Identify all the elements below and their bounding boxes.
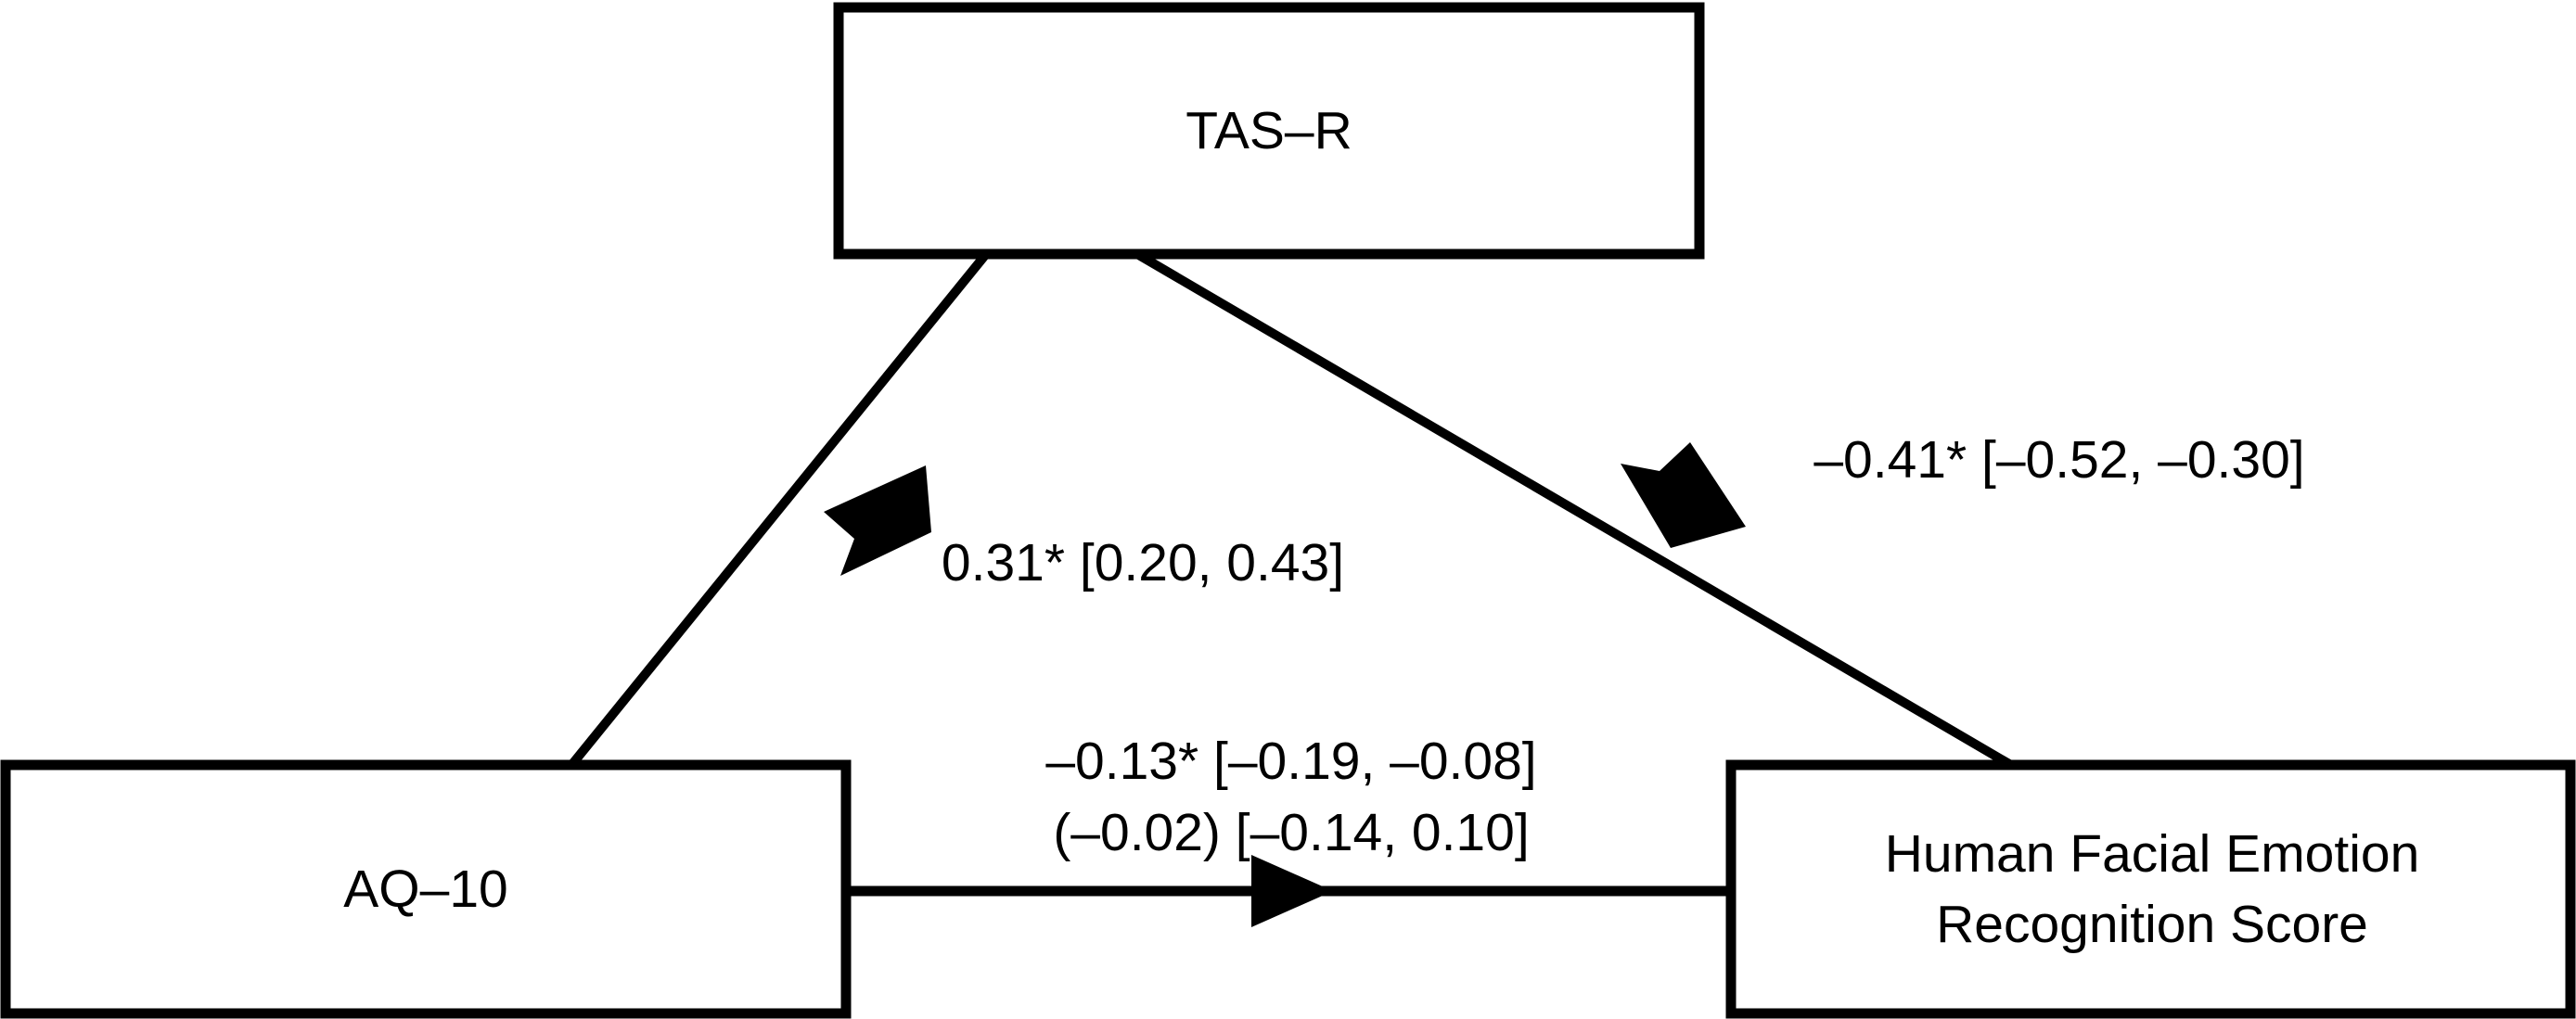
node-label-outcome-line1: Human Facial Emotion	[1885, 824, 2420, 884]
path-line-b	[1134, 249, 2012, 769]
node-box-predictor[interactable]	[0, 759, 852, 1019]
edge-label-b: –0.41* [–0.52, –0.30]	[1813, 430, 2304, 490]
arrow-head-a	[824, 465, 931, 576]
node-label-mediator: TAS–R	[1185, 101, 1352, 160]
edge-label-direct-total: –0.13* [–0.19, –0.08]	[1045, 732, 1536, 791]
node-label-predictor: AQ–10	[343, 860, 507, 919]
arrow-head-b	[1621, 442, 1746, 548]
edge-label-a: 0.31* [0.20, 0.43]	[942, 533, 1344, 592]
arrow-head-direct	[1251, 855, 1333, 927]
edge-label-direct-direct: (–0.02) [–0.14, 0.10]	[1053, 803, 1529, 862]
path-line-a	[569, 250, 990, 768]
node-box-mediator[interactable]	[833, 2, 1705, 260]
node-label-outcome-line2: Recognition Score	[1936, 895, 2368, 954]
node-box-outcome[interactable]	[1725, 759, 2576, 1019]
